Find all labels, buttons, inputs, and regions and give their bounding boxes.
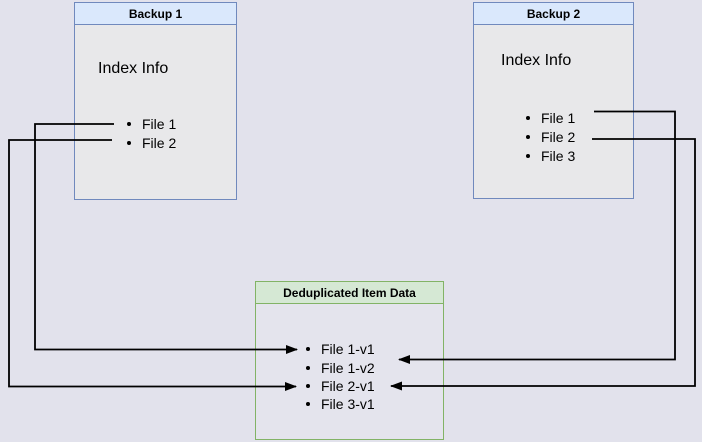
bullet-icon [127, 141, 131, 145]
list-item: File 2 [75, 134, 235, 153]
list-item: File 1-v1 [256, 340, 442, 358]
bullet-icon [306, 365, 310, 370]
dedup-file1-v2-label: File 1-v2 [321, 359, 375, 376]
dedup-file2-v1-label: File 2-v1 [321, 377, 375, 394]
list-item: File 1 [75, 115, 235, 134]
backup1-file2-label: File 2 [142, 135, 177, 151]
bullet-icon [526, 116, 530, 120]
backup1-file-list: File 1 File 2 [75, 115, 235, 153]
bullet-icon [306, 402, 310, 407]
bullet-icon [526, 135, 530, 139]
backup2-file1-label: File 1 [541, 110, 576, 126]
dedup-header: Deduplicated Item Data [256, 282, 443, 304]
dedup-title: Deduplicated Item Data [283, 285, 416, 300]
backup2-file2-label: File 2 [541, 129, 576, 145]
bullet-icon [306, 347, 310, 352]
backup1-index-info-label: Index Info [98, 60, 169, 77]
backup1-title: Backup 1 [128, 6, 183, 21]
list-item: File 1 [474, 109, 632, 128]
backup2-title: Backup 2 [526, 6, 581, 21]
list-item: File 3 [474, 147, 632, 166]
dedup-file-list: File 1-v1 File 1-v2 File 2-v1 File 3-v1 [256, 340, 442, 414]
list-item: File 2-v1 [256, 377, 442, 395]
backup1-box: Backup 1 Index Info File 1 File 2 [74, 2, 237, 200]
backup1-header: Backup 1 [75, 3, 236, 25]
backup2-file-list: File 1 File 2 File 3 [474, 109, 632, 166]
list-item: File 3-v1 [256, 395, 442, 413]
bullet-icon [306, 383, 310, 388]
backup2-header: Backup 2 [474, 3, 633, 25]
bullet-icon [127, 122, 131, 126]
list-item: File 1-v2 [256, 358, 442, 376]
backup2-file3-label: File 3 [541, 148, 576, 164]
list-item: File 2 [474, 128, 632, 147]
dedup-file3-v1-label: File 3-v1 [321, 396, 375, 413]
backup2-index-info-label: Index Info [501, 52, 572, 69]
dedup-file1-v1-label: File 1-v1 [321, 341, 375, 358]
backup1-file1-label: File 1 [142, 116, 177, 132]
bullet-icon [526, 154, 530, 158]
dedup-box: Deduplicated Item Data File 1-v1 File 1-… [255, 281, 444, 440]
backup2-box: Backup 2 Index Info File 1 File 2 File 3 [473, 2, 634, 199]
